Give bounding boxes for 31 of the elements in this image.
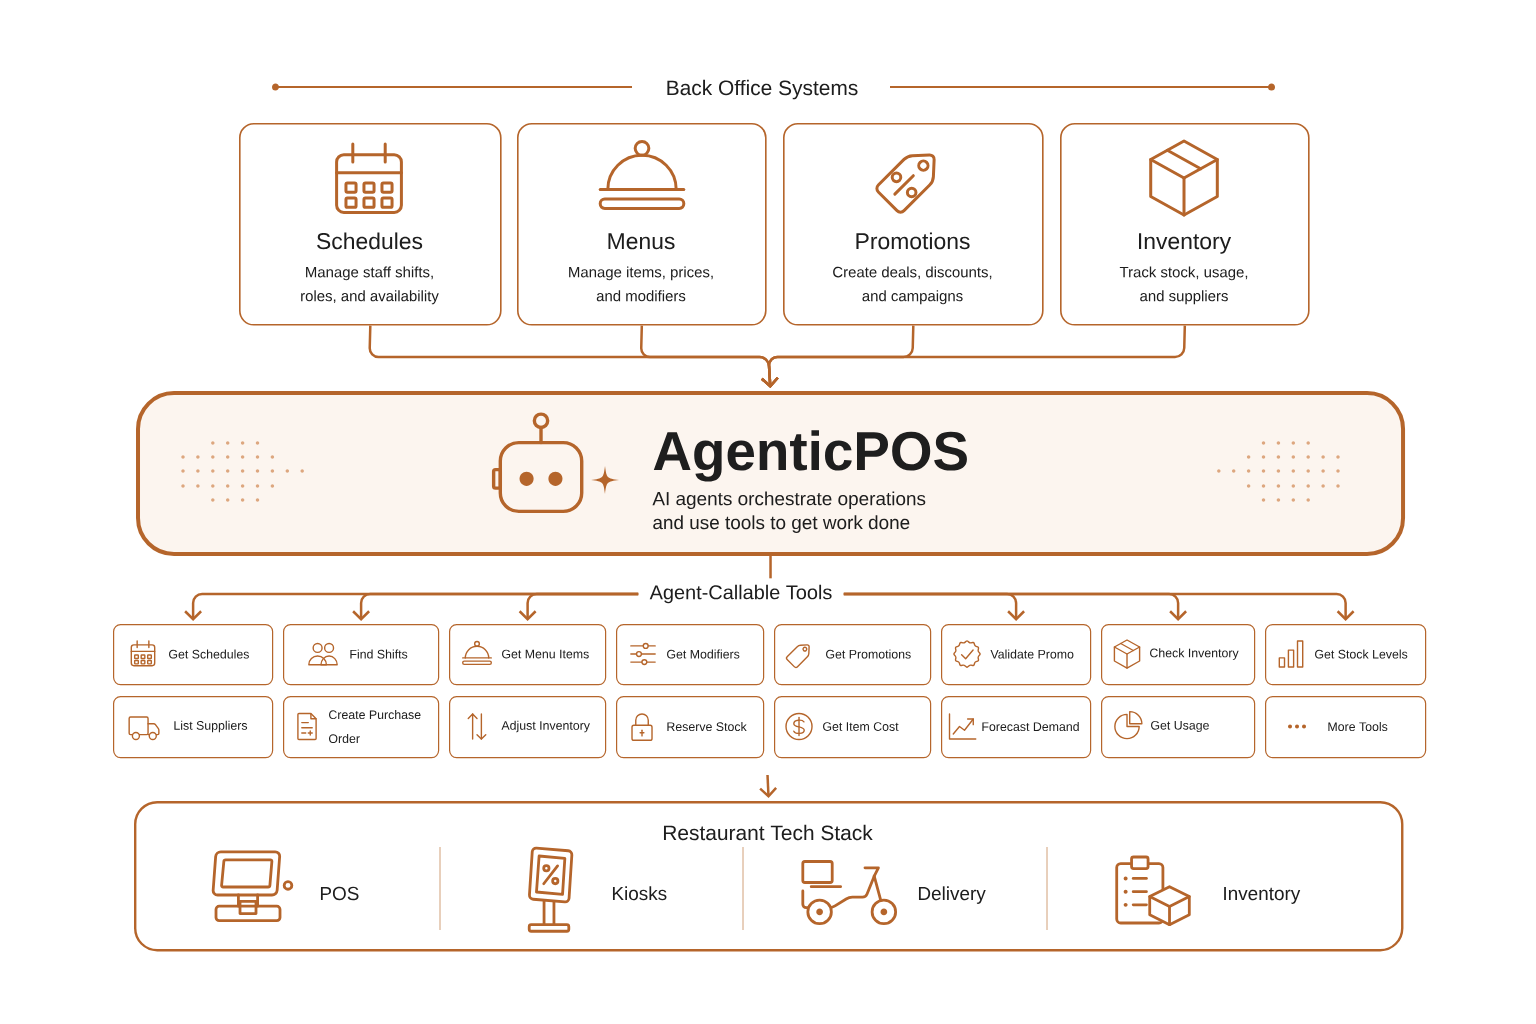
stack-label: Kiosks <box>612 886 667 901</box>
tool-card: Get Schedules <box>113 624 274 686</box>
tool-card: Get Modifiers <box>616 624 765 686</box>
system-card: Promotions Create deals, discounts, and campaigns <box>783 123 1044 326</box>
system-card: Menus Manage items, prices, and modifiers <box>517 123 767 326</box>
system-card: Inventory Track stock, usage, and suppliers <box>1060 123 1310 326</box>
tool-card: Get Menu Items <box>449 624 607 686</box>
hub-panel: AgenticPOS AI agents orchestrate operations and use tools to get work done <box>136 391 1406 556</box>
system-card: Schedules Manage staff shifts, roles, and availability <box>239 123 502 326</box>
arrow <box>843 592 1355 621</box>
tool-card: Create Purchase Order <box>283 696 440 759</box>
tool-card: More Tools <box>1265 696 1427 759</box>
stack-label: POS <box>320 886 359 901</box>
tool-card: Get Item Cost <box>774 696 932 759</box>
tool-card: Get Promotions <box>774 624 932 686</box>
tool-card: Get Stock Levels <box>1265 624 1427 686</box>
tool-card: Check Inventory <box>1101 624 1256 686</box>
section-heading: Back Office Systems <box>667 79 858 100</box>
arrow <box>759 774 778 798</box>
tool-card: Validate Promo <box>941 624 1092 686</box>
arrow <box>518 592 639 621</box>
stack-label: Delivery <box>918 886 986 904</box>
section-heading: Agent-Callable Tools <box>649 584 832 604</box>
arrow <box>760 325 1187 388</box>
tool-card: Find Shifts <box>283 624 440 686</box>
tool-card: Reserve Stock <box>616 696 765 759</box>
tool-card: Adjust Inventory <box>449 696 607 759</box>
tool-card: Forecast Demand <box>941 696 1092 759</box>
stack-label: Inventory <box>1224 887 1301 904</box>
tool-card: List Suppliers <box>113 696 274 759</box>
tool-card: Get Usage <box>1101 696 1256 759</box>
